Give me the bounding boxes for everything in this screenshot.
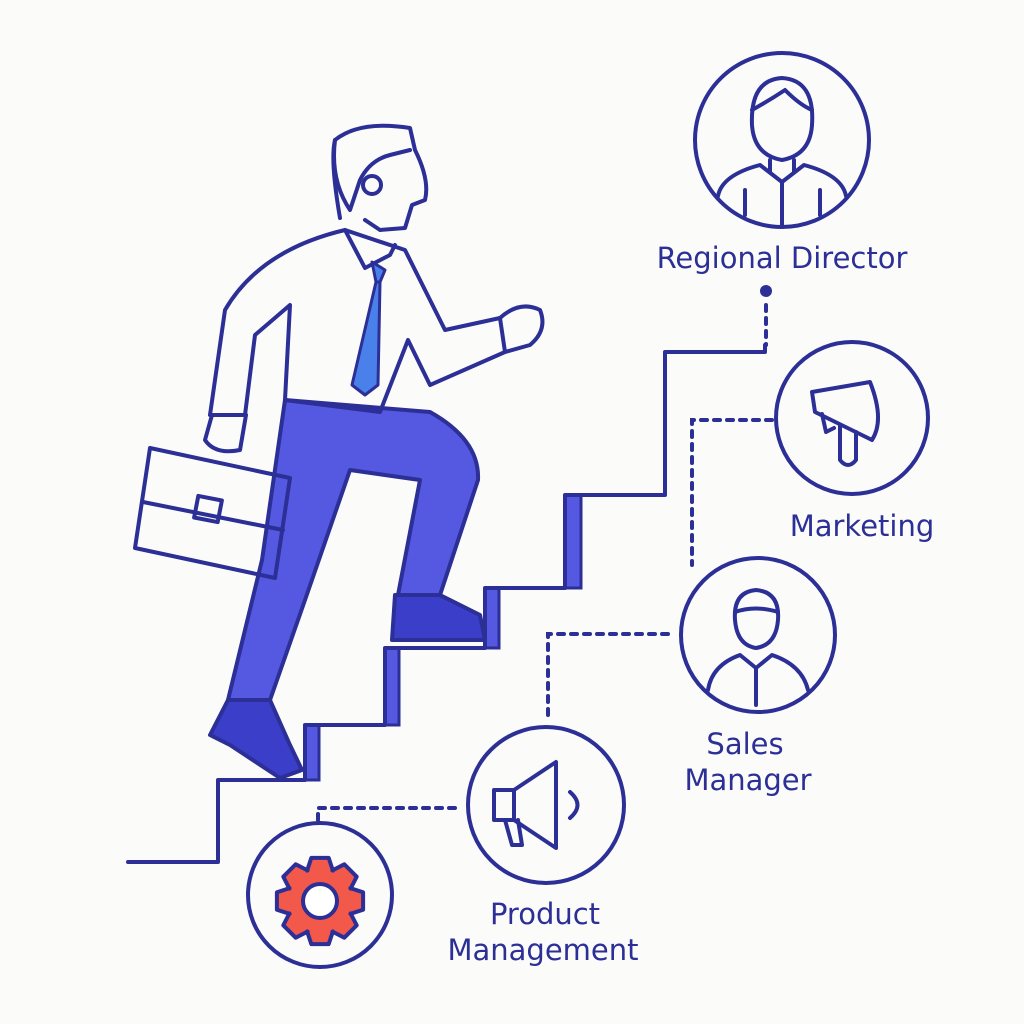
- role-label-line1: Sales: [706, 727, 783, 761]
- staircase: [126, 285, 772, 864]
- role-product-management: Product Management: [447, 725, 639, 967]
- role-regional-director: Regional Director: [657, 51, 908, 275]
- briefcase-icon: [133, 446, 292, 580]
- businessman-illustration: [133, 123, 545, 780]
- role-gear: [246, 821, 394, 969]
- megaphone-icon: [810, 380, 880, 467]
- person-icon: [706, 588, 810, 707]
- role-sales-manager: Sales Manager: [679, 556, 837, 797]
- role-label-line2: Manager: [684, 763, 811, 797]
- connector-marketing: [690, 418, 774, 567]
- role-label-line2: Management: [447, 933, 638, 967]
- role-marketing: Marketing: [774, 340, 935, 543]
- connector-product: [316, 806, 457, 824]
- role-label-line1: Product: [490, 897, 600, 931]
- role-label: Marketing: [790, 509, 935, 543]
- gear-icon: [274, 855, 366, 947]
- connector-sales: [546, 632, 670, 720]
- person-icon: [716, 76, 848, 227]
- role-label: Regional Director: [657, 241, 908, 275]
- megaphone-icon: [492, 760, 580, 850]
